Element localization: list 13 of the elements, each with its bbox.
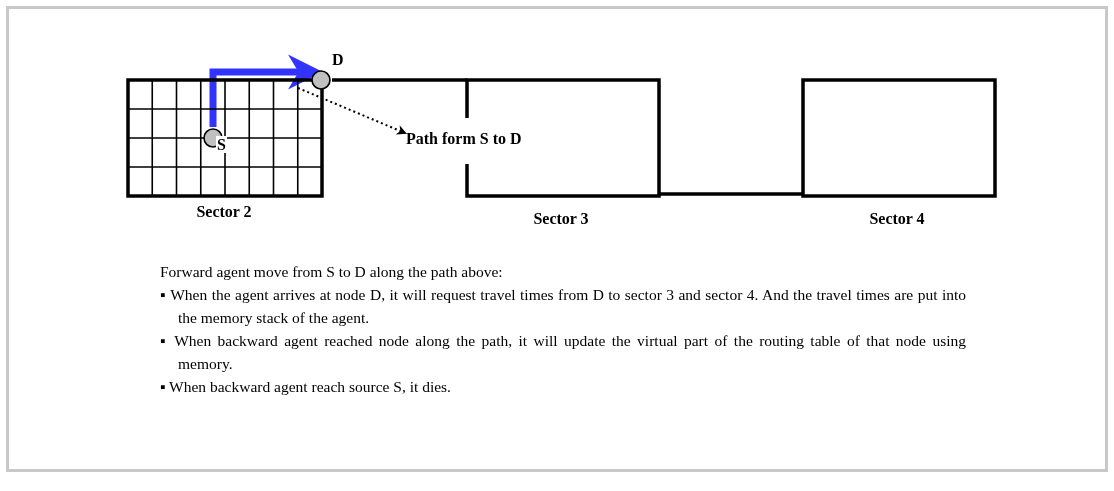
bullet-item: ▪ When backward agent reach source S, it dies. [160, 377, 452, 397]
sector-label: Sector 3 [532, 210, 590, 228]
sector-label: Sector 4 [868, 210, 926, 228]
bullet-item: ▪ When the agent arrives at node D, it will request travel times from D to sector 3 and sector 4. And the travel times are put into the memory stack of the agent. [160, 285, 966, 328]
connector-line [332, 78, 467, 82]
node-label: S [216, 136, 227, 153]
connector-line [659, 192, 803, 196]
path-label: Path form S to D [406, 130, 522, 148]
sector-label: Sector 2 [195, 203, 253, 221]
node-label: D [332, 51, 344, 68]
leader-line [297, 87, 407, 135]
intro-text: Forward agent move from S to D along the path above: [160, 262, 504, 282]
bullet-item: ▪ When backward agent reached node along the path, it will update the virtual part of the routing table of that node using memory. [160, 331, 966, 374]
